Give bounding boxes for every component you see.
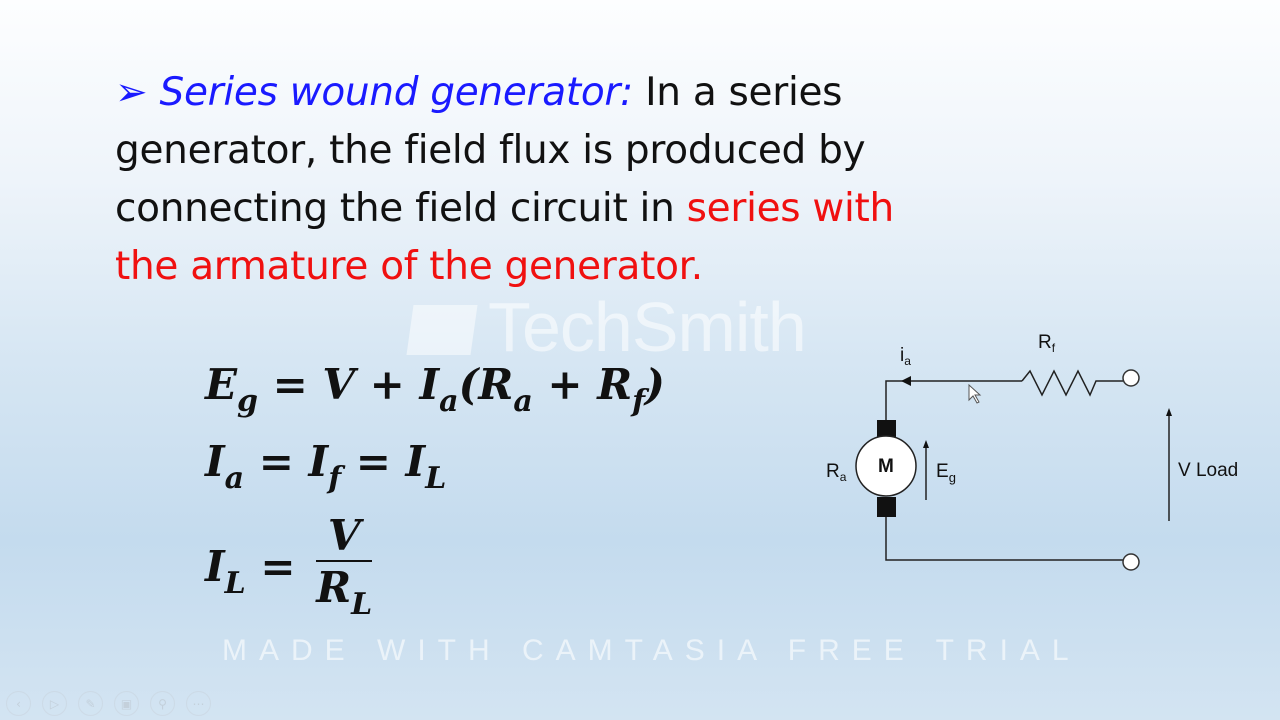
terminal-bottom — [1122, 553, 1140, 571]
pen-icon[interactable]: ✎ — [78, 691, 103, 716]
slide-heading: Series wound generator: — [159, 70, 634, 115]
zoom-icon[interactable]: ⚲ — [150, 691, 175, 716]
current-arrow-icon — [901, 376, 911, 386]
equation-eg: Eg = V + Ia(Ra + Rf) — [205, 360, 665, 419]
mouse-cursor-icon — [968, 383, 982, 404]
label-motor: M — [878, 456, 894, 477]
slide-body-text: In a series generator, the field flux is… — [115, 70, 866, 231]
label-eg: Eg — [936, 461, 956, 485]
more-icon[interactable]: ⋯ — [186, 691, 211, 716]
slide-highlight-text: series with the armature of the generato… — [115, 186, 894, 289]
slide-icon[interactable]: ▣ — [114, 691, 139, 716]
bottom-wire — [885, 517, 1123, 561]
slide-paragraph: ➢ Series wound generator: In a series ge… — [115, 64, 945, 296]
top-wire — [885, 380, 1022, 420]
equation-currents: Ia = If = IL — [205, 437, 447, 496]
play-icon[interactable]: ▷ — [42, 691, 67, 716]
techsmith-watermark: TechSmith — [406, 292, 807, 362]
back-icon[interactable]: ‹ — [6, 691, 31, 716]
label-rf: Rf — [1038, 332, 1056, 355]
field-resistor — [1021, 369, 1123, 397]
brush-bottom — [877, 497, 896, 517]
terminal-top — [1122, 369, 1140, 387]
camtasia-trial-watermark: MADE WITH CAMTASIA FREE TRIAL — [222, 634, 1081, 667]
label-vload: V Load — [1178, 460, 1238, 481]
brush-top — [877, 420, 896, 440]
label-ra: Ra — [826, 461, 847, 484]
label-ia: ia — [900, 345, 911, 368]
motor-armature — [855, 435, 917, 497]
presentation-toolbar: ‹ ▷ ✎ ▣ ⚲ ⋯ — [6, 691, 211, 716]
bullet-arrow-icon: ➢ — [115, 70, 148, 115]
